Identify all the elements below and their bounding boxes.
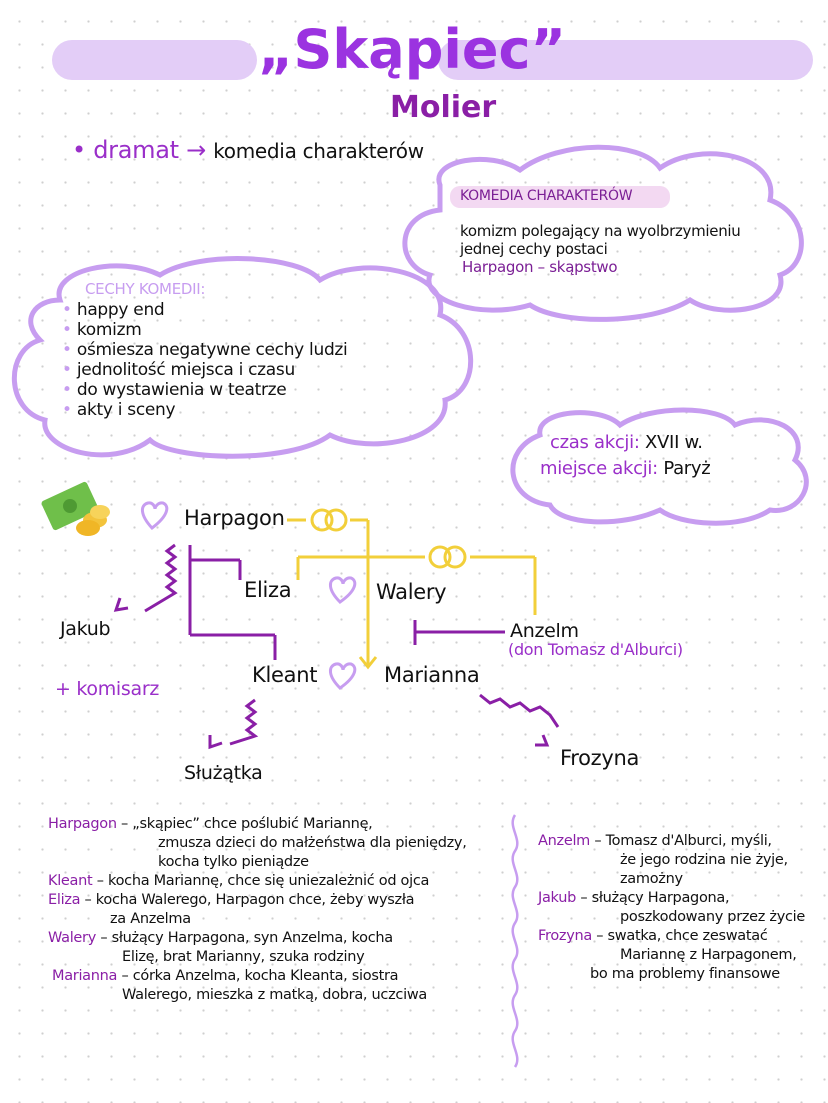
node-marianna: Marianna <box>384 663 480 687</box>
desc-harpagon: Harpagon – „skąpiec” chce poślubić Maria… <box>48 816 373 832</box>
desc-line: zamożny <box>620 871 683 887</box>
desc-line: Mariannę z Harpagonem, <box>620 947 797 963</box>
desc-marianna: Marianna – córka Anzelma, kocha Kleanta,… <box>52 968 399 984</box>
rings-icon <box>310 508 334 532</box>
heart-icon <box>141 501 169 531</box>
node-sluzka: Służątka <box>184 762 263 784</box>
heart-icon <box>329 576 357 604</box>
desc-line: Walerego, mieszka z matką, dobra, uczciw… <box>122 987 427 1003</box>
cechy-item: • jednolitość miejsca i czasu <box>62 360 295 380</box>
node-jakub: Jakub <box>60 618 111 640</box>
cechy-list: • happy end • komizm • ośmiesza negatywn… <box>62 300 348 420</box>
desc-kleant: Kleant – kocha Mariannę, chce się unieza… <box>48 873 430 889</box>
komedia-line: komizm polegający na wyolbrzymieniu <box>460 222 741 240</box>
komedia-header: KOMEDIA CHARAKTERÓW <box>460 188 633 204</box>
bullet: • <box>72 136 86 164</box>
miejsce-akcji: miejsce akcji: Paryż <box>540 458 711 479</box>
desc-frozyna: Frozyna – swatka, chce zeswatać <box>538 928 768 944</box>
anzelm-note: (don Tomasz d'Alburci) <box>508 640 683 659</box>
desc-line: kocha tylko pieniądze <box>158 854 309 870</box>
genre-line: • dramat → komedia charakterów <box>72 136 424 164</box>
node-frozyna: Frozyna <box>560 746 640 770</box>
komedia-line: jednej cechy postaci <box>460 240 608 258</box>
desc-eliza: Eliza – kocha Walerego, Harpagon chce, ż… <box>48 892 415 908</box>
desc-line: za Anzelma <box>110 911 191 927</box>
cechy-item: • ośmiesza negatywne cechy ludzi <box>62 340 348 360</box>
node-walery: Walery <box>376 580 447 604</box>
node-anzelm: Anzelm <box>510 620 579 642</box>
title-banner-right <box>438 40 813 80</box>
desc-anzelm: Anzelm – Tomasz d'Alburci, myśli, <box>538 833 772 849</box>
wavy-divider <box>511 814 519 1068</box>
cechy-header: CECHY KOMEDII: <box>85 280 206 298</box>
desc-jakub: Jakub – służący Harpagona, <box>538 890 730 906</box>
desc-line: że jego rodzina nie żyje, <box>620 852 788 868</box>
cechy-item: • do wystawienia w teatrze <box>62 380 287 400</box>
desc-walery: Walery – służący Harpagona, syn Anzelma,… <box>48 930 393 946</box>
cloud-czas-miejsce <box>510 407 809 526</box>
page-title: „Skąpiec” <box>258 18 567 81</box>
desc-line: bo ma problemy finansowe <box>590 966 780 982</box>
czas-akcji: czas akcji: XVII w. <box>550 432 703 453</box>
marriage-lines <box>287 508 537 670</box>
desc-line: Elizę, brat Marianny, szuka rodziny <box>122 949 365 965</box>
komedia-line: Harpagon – skąpstwo <box>462 258 618 276</box>
genre-right: komedia charakterów <box>213 139 424 163</box>
node-kleant: Kleant <box>252 663 318 687</box>
arrow-icon: → <box>186 136 206 164</box>
author: Molier <box>390 90 497 125</box>
desc-line: zmusza dzieci do małżeństwa dla pieniędz… <box>158 835 467 851</box>
descriptions-left: Harpagon – „skąpiec” chce poślubić Maria… <box>48 815 467 1005</box>
family-lines <box>113 543 560 750</box>
cechy-item: • happy end <box>62 300 165 320</box>
cechy-item: • akty i sceny <box>62 400 176 420</box>
heart-icon <box>329 662 357 690</box>
node-harpagon: Harpagon <box>184 506 285 530</box>
node-eliza: Eliza <box>244 578 292 602</box>
cechy-item: • komizm <box>62 320 142 340</box>
genre-left: dramat <box>93 136 179 164</box>
highlight <box>450 186 670 208</box>
rings-icon <box>428 545 452 569</box>
title-banner-left <box>52 40 257 80</box>
money-icon <box>41 481 110 536</box>
cloud-cechy-komedii <box>11 256 474 459</box>
desc-line: poszkodowany przez życie <box>620 909 806 925</box>
node-komisarz: + komisarz <box>55 678 160 700</box>
descriptions-right: Anzelm – Tomasz d'Alburci, myśli, że jeg… <box>538 832 805 984</box>
